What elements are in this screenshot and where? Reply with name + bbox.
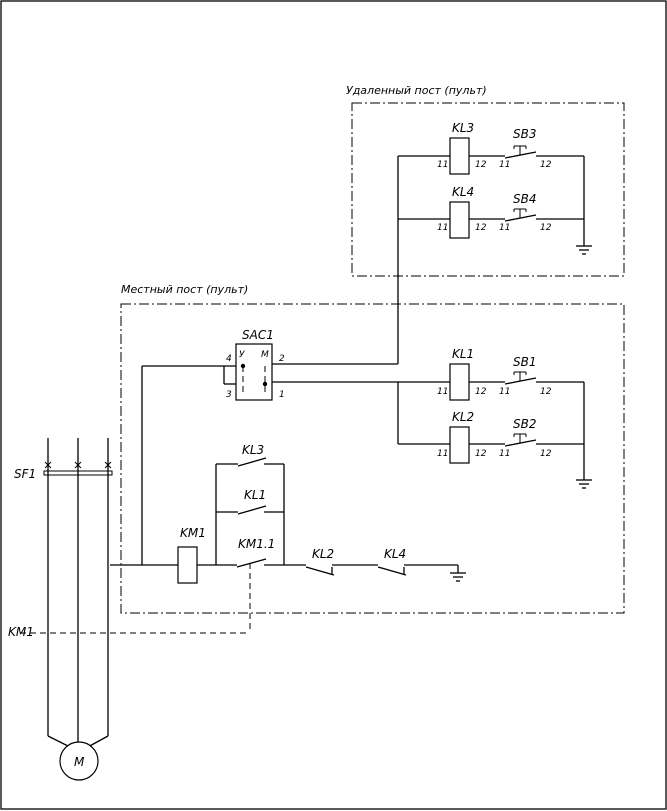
svg-text:12: 12 [475, 160, 487, 170]
svg-text:12: 12 [540, 160, 552, 170]
svg-text:12: 12 [540, 223, 552, 233]
svg-text:M: M [74, 755, 85, 769]
svg-text:11: 11 [499, 449, 510, 459]
contact-kl3: KL3 [216, 443, 284, 467]
svg-text:SB4: SB4 [513, 192, 536, 206]
contact-kl1: KL1 [216, 488, 284, 515]
svg-text:12: 12 [475, 449, 487, 459]
push-button-sb4: SB4 [504, 192, 536, 222]
relay-coil-kl2: KL2 [449, 410, 474, 464]
contact-kl2: KL2 [305, 547, 378, 576]
svg-text:KM1: KM1 [8, 625, 34, 639]
svg-text:11: 11 [437, 387, 448, 397]
ground-km1-icon [450, 572, 466, 582]
svg-text:KM1.1: KM1.1 [238, 537, 275, 551]
svg-text:SB3: SB3 [513, 127, 536, 141]
svg-text:4: 4 [226, 354, 232, 364]
svg-text:SAC1: SAC1 [242, 328, 274, 342]
contact-km1-1: KM1.1 [236, 537, 284, 568]
svg-text:11: 11 [437, 160, 448, 170]
remote-panel-title: Удаленный пост (пульт) [346, 84, 487, 97]
motor-icon: M [59, 741, 99, 781]
svg-text:KL1: KL1 [244, 488, 266, 502]
svg-text:11: 11 [499, 387, 510, 397]
svg-text:12: 12 [475, 223, 487, 233]
relay-coil-kl4: KL4 [449, 185, 474, 239]
svg-text:М: М [261, 350, 269, 360]
contact-kl4: KL4 [377, 547, 458, 576]
svg-text:11: 11 [437, 449, 448, 459]
contactor-coil-km1: KM1 [177, 526, 206, 584]
svg-text:У: У [239, 350, 245, 360]
svg-text:SF1: SF1 [14, 467, 36, 481]
svg-text:SB1: SB1 [513, 355, 536, 369]
svg-text:11: 11 [437, 223, 448, 233]
ground-local-icon [576, 479, 592, 489]
svg-text:3: 3 [226, 390, 232, 400]
remote-panel-border [351, 102, 625, 277]
svg-text:SB2: SB2 [513, 417, 536, 431]
circuit-breaker-sf1: SF1 [14, 461, 113, 481]
local-panel-title: Местный пост (пульт) [121, 283, 248, 296]
svg-text:KL1: KL1 [452, 347, 474, 361]
selector-switch-sac1: SAC1 У М [235, 328, 274, 401]
svg-text:KL4: KL4 [384, 547, 406, 561]
local-panel-border [120, 303, 625, 614]
contactor-km1-main: KM1 [8, 625, 250, 639]
relay-coil-kl1: KL1 [449, 347, 474, 401]
svg-text:KL2: KL2 [452, 410, 474, 424]
svg-text:KL4: KL4 [452, 185, 474, 199]
svg-text:KL3: KL3 [452, 121, 474, 135]
relay-coil-kl3: KL3 [449, 121, 474, 175]
push-button-sb1: SB1 [504, 355, 536, 385]
svg-text:1: 1 [279, 390, 285, 400]
svg-text:KL2: KL2 [312, 547, 334, 561]
svg-text:2: 2 [279, 354, 285, 364]
push-button-sb2: SB2 [504, 417, 536, 447]
svg-text:11: 11 [499, 223, 510, 233]
svg-text:KM1: KM1 [180, 526, 206, 540]
ground-remote-icon [576, 245, 592, 255]
svg-text:12: 12 [475, 387, 487, 397]
svg-text:KL3: KL3 [242, 443, 264, 457]
svg-text:11: 11 [499, 160, 510, 170]
svg-text:12: 12 [540, 387, 552, 397]
svg-text:12: 12 [540, 449, 552, 459]
push-button-sb3: SB3 [504, 127, 536, 159]
